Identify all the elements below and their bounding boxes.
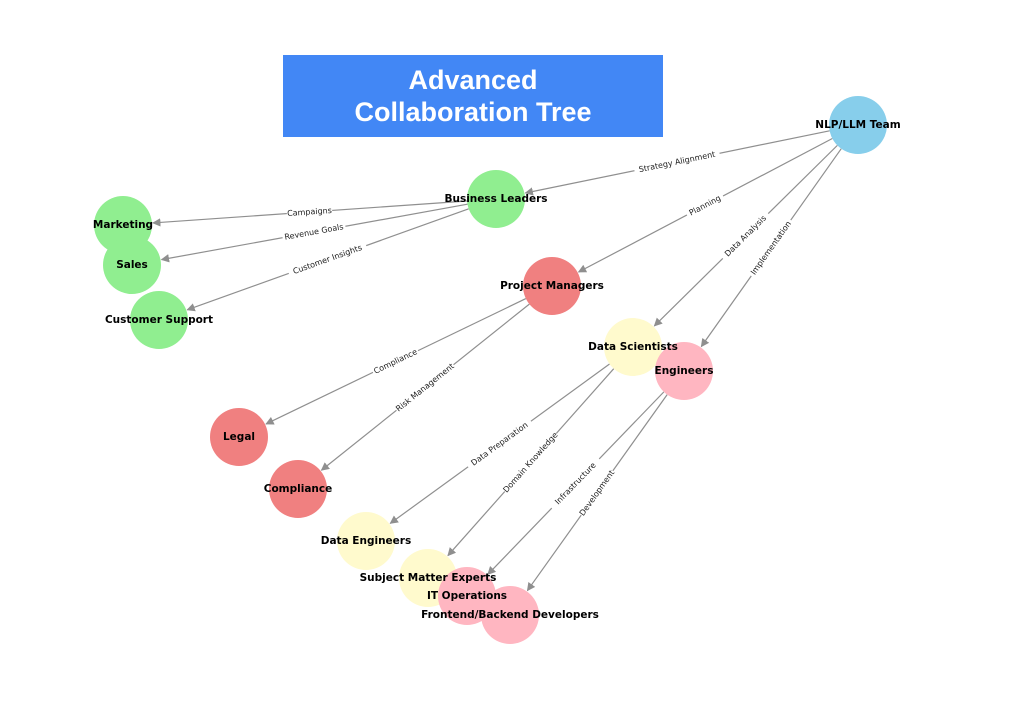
node-customer-support xyxy=(130,291,188,349)
edge-label-background xyxy=(393,360,457,415)
node-label-engineers: Engineers xyxy=(655,365,714,377)
node-project-managers xyxy=(523,257,581,315)
edge-label-risk-management: Risk Management xyxy=(394,362,456,414)
edge-label-group-planning: Planning xyxy=(684,191,726,220)
node-label-sales: Sales xyxy=(116,259,148,271)
edge-label-group-compliance: Compliance xyxy=(370,345,421,378)
title-line-1: Advanced xyxy=(408,65,538,95)
edge-label-background xyxy=(684,191,726,220)
edge-label-group-campaigns: Campaigns xyxy=(286,204,333,220)
node-label-legal: Legal xyxy=(223,431,255,443)
edge-label-group-revenue-goals: Revenue Goals xyxy=(281,220,347,244)
node-nlp-llm-team xyxy=(829,96,887,154)
edge-label-customer-insights: Customer Insights xyxy=(292,243,363,276)
edge-label-data-analysis: Data Analysis xyxy=(723,214,768,259)
edge-label-background xyxy=(633,147,721,177)
edge-label-background xyxy=(547,455,604,512)
edge-label-data-preparation: Data Preparation xyxy=(469,420,529,467)
title-line-2: Collaboration Tree xyxy=(354,97,592,127)
edge-label-compliance: Compliance xyxy=(372,347,418,376)
edge-label-campaigns: Campaigns xyxy=(287,206,332,218)
diagram-title: Advanced Collaboration Tree xyxy=(283,55,663,137)
node-label-data-engineers: Data Engineers xyxy=(321,535,411,547)
edge-label-background xyxy=(370,345,421,378)
node-label-subject-matter-experts: Subject Matter Experts xyxy=(360,572,497,584)
nodes-layer xyxy=(94,96,887,644)
edge-label-group-strategy-alignment: Strategy Alignment xyxy=(633,147,721,177)
node-label-project-managers: Project Managers xyxy=(500,280,604,292)
edge-label-revenue-goals: Revenue Goals xyxy=(284,222,344,242)
node-label-business-leaders: Business Leaders xyxy=(444,193,547,205)
edge-label-background xyxy=(281,220,347,244)
node-label-it-operations: IT Operations xyxy=(427,590,507,602)
node-engineers xyxy=(655,342,713,400)
edge-label-background xyxy=(464,416,535,472)
node-frontend-backend-developers xyxy=(481,586,539,644)
node-label-marketing: Marketing xyxy=(93,219,153,231)
node-legal xyxy=(210,408,268,466)
edge-label-background xyxy=(500,429,561,496)
node-business-leaders xyxy=(467,170,525,228)
edge-label-background xyxy=(718,209,773,263)
edge-label-background xyxy=(576,467,618,519)
node-data-scientists xyxy=(604,318,662,376)
node-label-nlp-llm-team: NLP/LLM Team xyxy=(815,119,900,131)
node-compliance xyxy=(269,460,327,518)
node-label-customer-support: Customer Support xyxy=(105,314,213,326)
edge-label-background xyxy=(746,216,796,280)
edge-label-group-risk-management: Risk Management xyxy=(393,360,457,415)
edge-label-planning: Planning xyxy=(688,193,723,217)
node-label-frontend-backend-developers: Frontend/Backend Developers xyxy=(421,609,599,621)
edge-label-background xyxy=(286,240,369,279)
node-sales xyxy=(103,236,161,294)
edge-label-background xyxy=(286,204,333,220)
node-data-engineers xyxy=(337,512,395,570)
node-label-data-scientists: Data Scientists xyxy=(588,341,678,353)
node-label-compliance: Compliance xyxy=(264,483,332,495)
edge-label-group-customer-insights: Customer Insights xyxy=(286,240,369,279)
